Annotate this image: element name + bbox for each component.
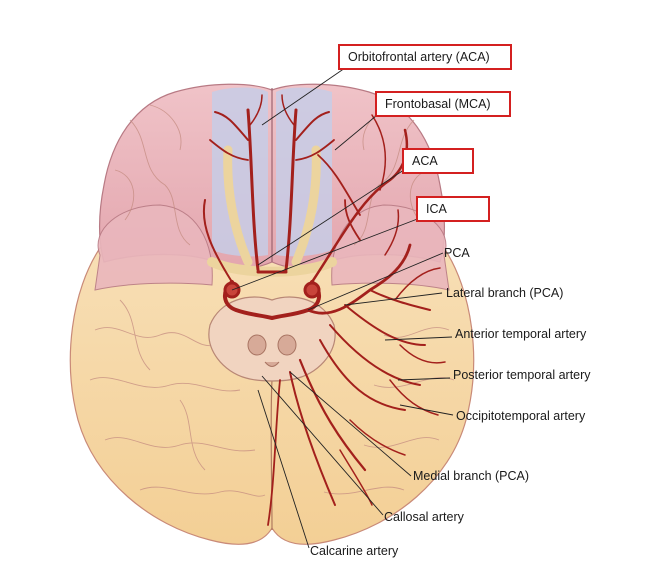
posterior-fissure xyxy=(270,379,273,531)
gyri-texture xyxy=(89,104,455,497)
leader-lines xyxy=(231,67,454,549)
olfactory-tract-left xyxy=(223,145,253,267)
aqueduct xyxy=(264,361,280,367)
label-posterior-temporal-artery: Posterior temporal artery xyxy=(453,368,591,382)
label-frontobasal: Frontobasal (MCA) xyxy=(375,91,511,117)
label-medial-branch: Medial branch (PCA) xyxy=(413,469,530,483)
temporal-pole-left xyxy=(94,204,213,291)
label-callosal-artery: Callosal artery xyxy=(384,510,464,524)
label-anterior-temporal-artery: Anterior temporal artery xyxy=(455,327,587,341)
cerebral-peduncle-right xyxy=(277,334,297,356)
olfactory-tract-right xyxy=(291,145,321,267)
posterior-arteries xyxy=(267,199,446,526)
label-orbitofrontal-artery: Orbitofrontal artery (ACA) xyxy=(338,44,512,70)
brainstem xyxy=(208,296,336,382)
label-calcarine-artery: Calcarine artery xyxy=(310,544,399,558)
label-lateral-branch: Lateral branch (PCA) xyxy=(446,286,564,300)
cerebral-peduncle-left xyxy=(247,334,267,356)
label-aca: ACA xyxy=(402,148,474,174)
label-occipitotemporal-artery: Occipitotemporal artery xyxy=(456,409,586,423)
label-ica: ICA xyxy=(416,196,490,222)
label-pca: PCA xyxy=(444,246,470,260)
